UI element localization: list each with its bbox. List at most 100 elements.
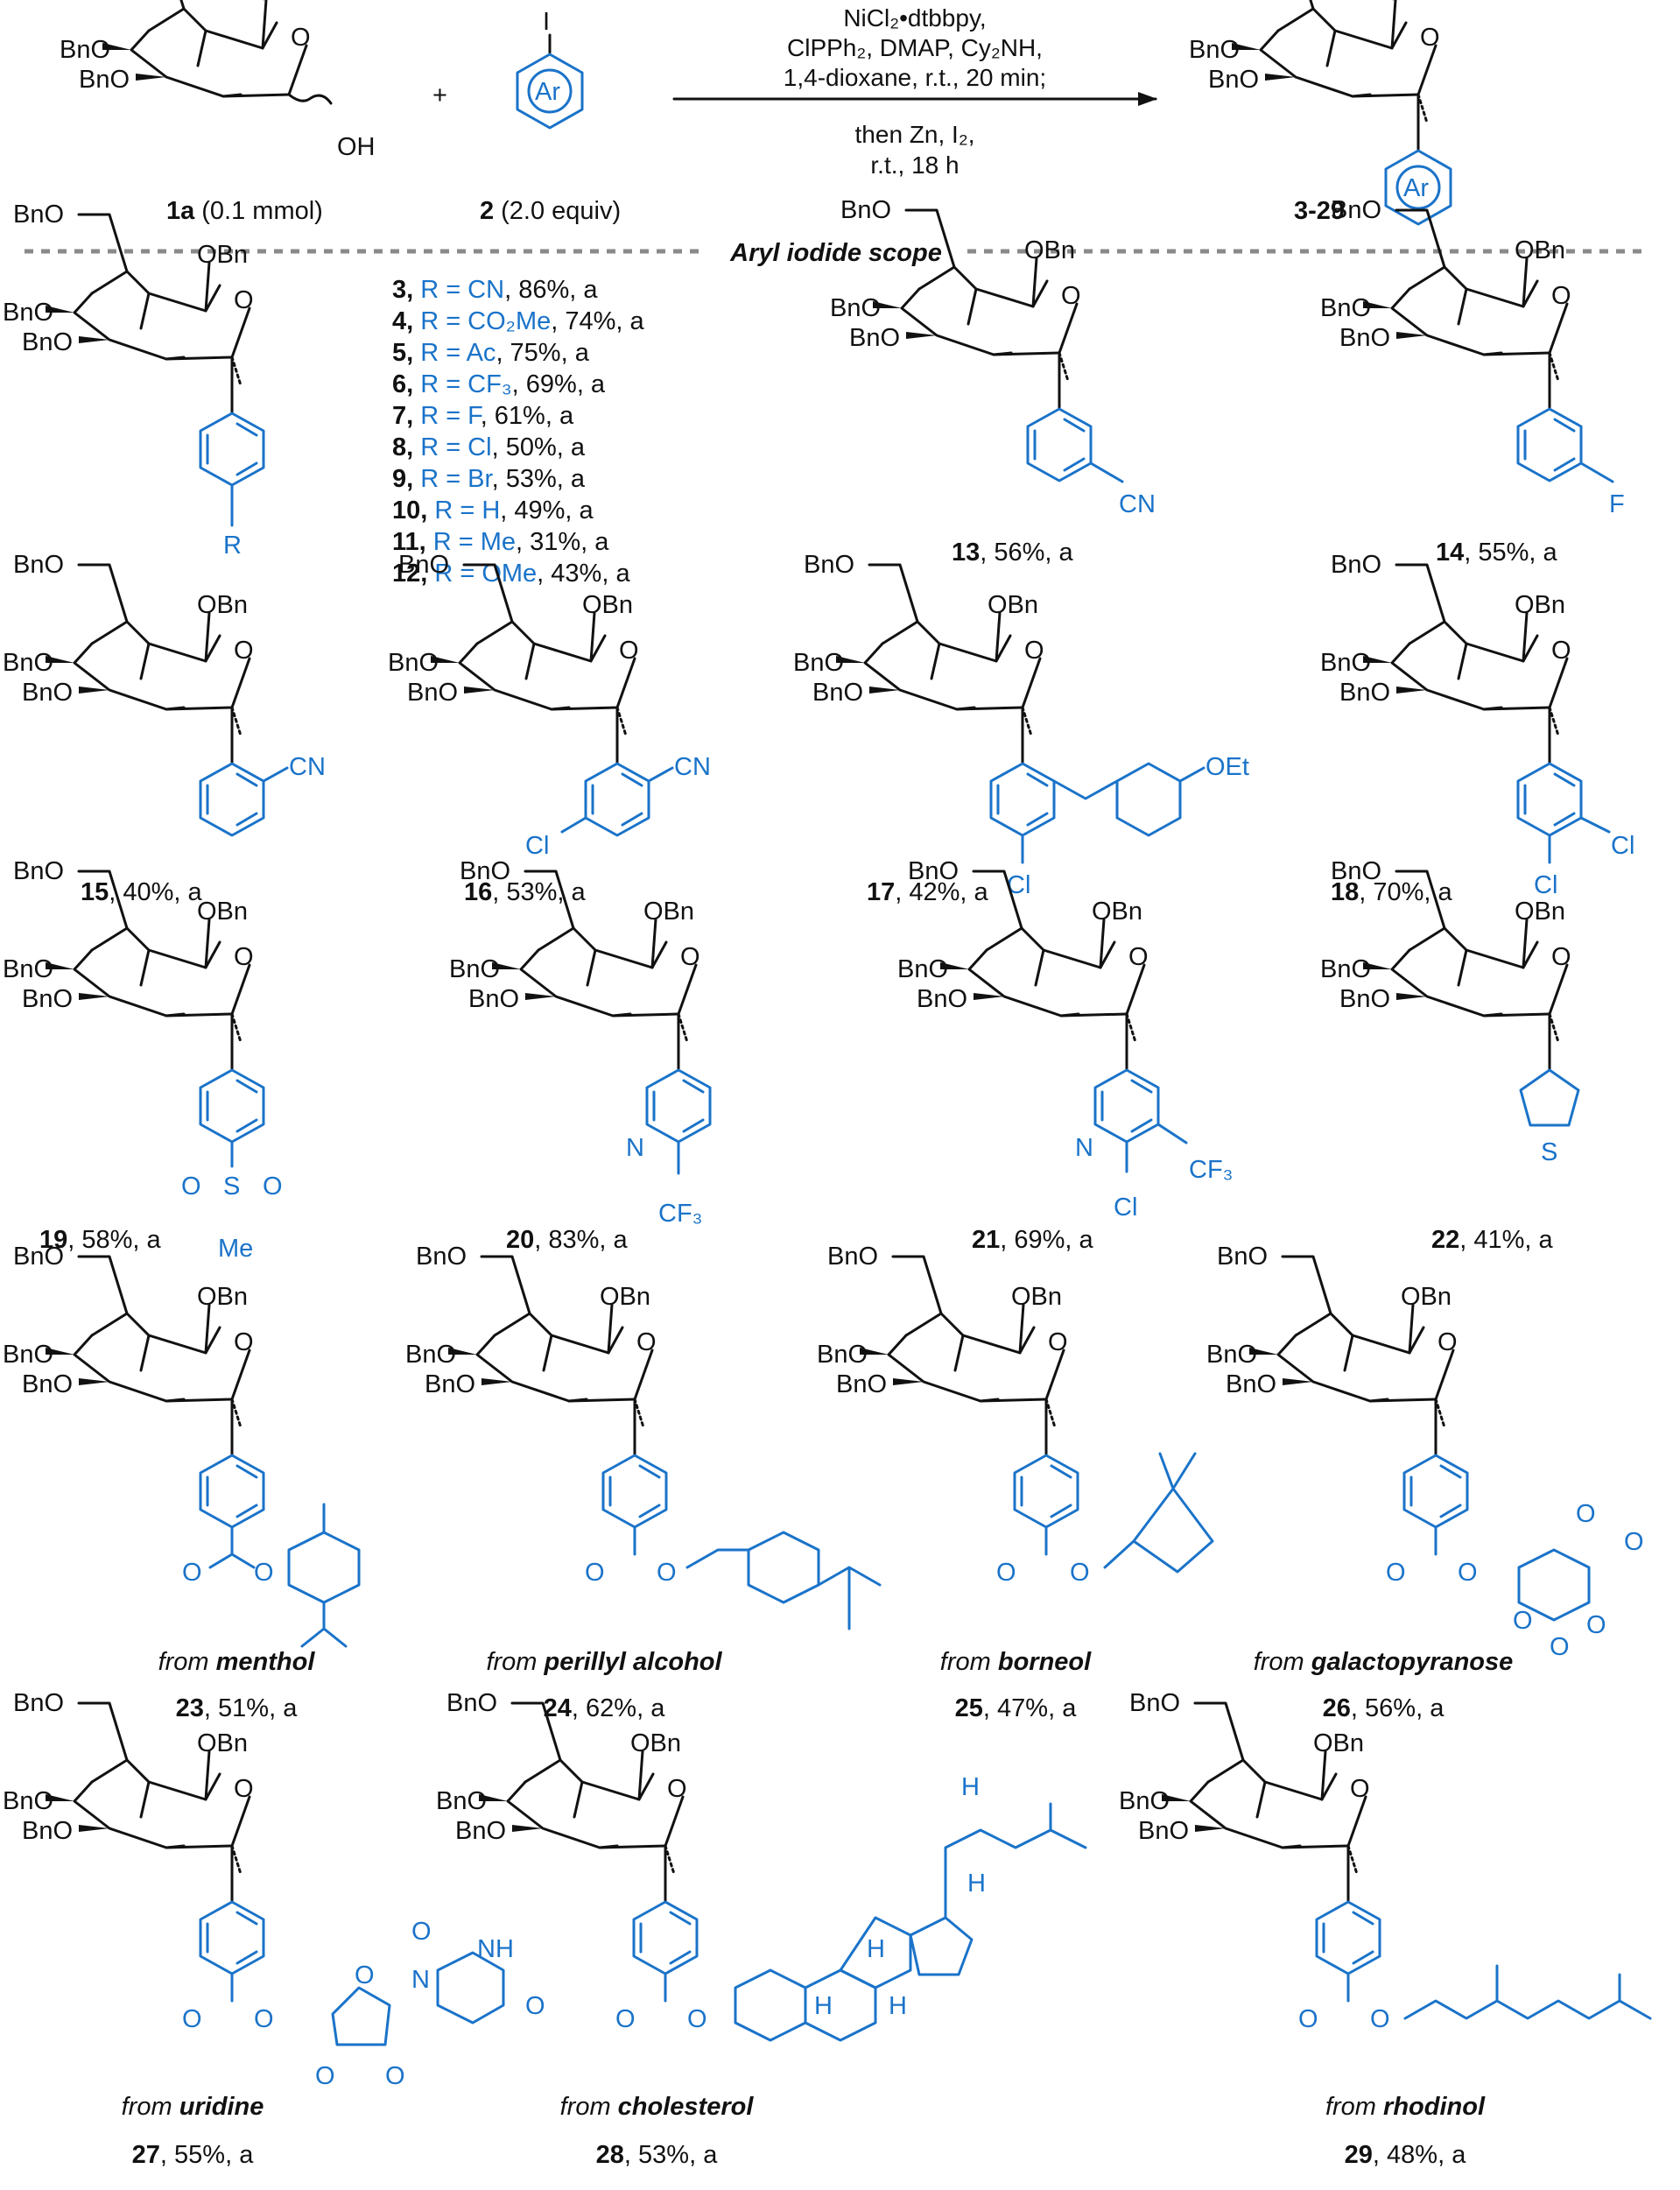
svg-text:H: H [814, 1992, 833, 2020]
compound-27: O O O O O N NH O O from uridine 27, 55%,… [1, 1687, 545, 2169]
svg-text:O: O [182, 2005, 202, 2033]
compound-23: O O from menthol 23, 51%, a [1, 1241, 361, 1722]
ar-label: Ar [535, 78, 560, 106]
svg-text:O: O [254, 1559, 274, 1587]
svg-text:O: O [1576, 1500, 1596, 1528]
r-label: R [223, 532, 242, 560]
svg-text:O: O [615, 2005, 636, 2033]
svg-text:CN: CN [674, 753, 711, 781]
compound-25: O O from borneol 25, 47%, a [815, 1241, 1214, 1722]
svg-text:O: O [1550, 1633, 1570, 1661]
svg-text:H: H [961, 1773, 980, 1801]
svg-text:from perillyl alcohol: from perillyl alcohol [486, 1648, 722, 1676]
compound-20: N CF₃ 20, 83%, a [447, 856, 712, 1254]
svg-text:O: O [1370, 2005, 1390, 2033]
svg-text:25, 47%, a: 25, 47%, a [955, 1694, 1078, 1722]
svg-text:O: O [1513, 1607, 1533, 1635]
r-list-item: 10,R = H, 49%, a [392, 496, 594, 525]
svg-text:14, 55%, a: 14, 55%, a [1436, 539, 1558, 567]
svg-text:O: O [1586, 1611, 1606, 1639]
svg-text:from menthol: from menthol [158, 1648, 316, 1676]
r-list-item: 6,R = CF₃, 69%, a [392, 370, 606, 398]
section-header: Aryl iodide scope [25, 239, 1646, 267]
cond-5: r.t., 18 h [870, 151, 959, 179]
compound-29: O O from rhodinol 29, 48%, a [1117, 1687, 1652, 2169]
svg-text:27, 55%, a: 27, 55%, a [132, 2141, 255, 2169]
svg-text:from uridine: from uridine [122, 2093, 264, 2121]
reactant-1a: OH 1a(0.1 mmol) [58, 0, 376, 225]
svg-text:O: O [1070, 1559, 1090, 1587]
svg-text:N: N [626, 1134, 644, 1162]
svg-text:22, 41%, a: 22, 41%, a [1431, 1226, 1554, 1254]
svg-text:O: O [1458, 1559, 1478, 1587]
svg-text:26, 56%, a: 26, 56%, a [1323, 1694, 1445, 1722]
svg-text:21, 69%, a: 21, 69%, a [972, 1226, 1094, 1254]
svg-text:13, 56%, a: 13, 56%, a [952, 539, 1074, 567]
svg-text:Cl: Cl [525, 832, 549, 860]
svg-text:29, 48%, a: 29, 48%, a [1345, 2141, 1467, 2169]
svg-text:CN: CN [289, 753, 326, 781]
reactant-2-aryl-iodide: I Ar 2(2.0 equiv) [480, 8, 621, 225]
svg-text:O: O [385, 2062, 405, 2090]
compound-22: S 22, 41%, a [1318, 856, 1580, 1254]
reactant-1a-caption: 1a(0.1 mmol) [166, 197, 323, 225]
svg-text:Me: Me [218, 1235, 253, 1263]
reaction-arrow: NiCl₂•dtbbpy, ClPPh₂, DMAP, Cy₂NH, 1,4-d… [672, 4, 1157, 179]
compound-21: N CF₃ Cl 21, 69%, a [896, 856, 1233, 1254]
compound-14: F 14, 55%, a [1318, 194, 1625, 567]
svg-text:H: H [967, 1870, 986, 1898]
svg-text:O: O [996, 1559, 1016, 1587]
plus-sign: + [432, 81, 447, 109]
section-title: Aryl iodide scope [729, 239, 942, 267]
compound-para-series: R [1, 199, 265, 560]
svg-text:from cholesterol: from cholesterol [560, 2093, 755, 2121]
compound-28: O O H H H H H from cholesterol 28, 53%, … [434, 1687, 1087, 2169]
r-list-item: 3,R = CN, 86%, a [392, 276, 598, 304]
product-3-29: Ar 3-29 [1187, 0, 1452, 226]
compound-26: O O O O O O O from galactopyranose 26, 5… [1205, 1241, 1644, 1722]
svg-text:Cl: Cl [1534, 871, 1557, 899]
svg-text:H: H [889, 1992, 907, 2020]
svg-text:O: O [657, 1559, 677, 1587]
svg-text:O: O [525, 1992, 545, 2020]
oh-label: OH [337, 133, 376, 161]
svg-text:O: O [181, 1172, 201, 1201]
reactant-2-caption: 2(2.0 equiv) [480, 197, 621, 225]
r-list-item: 4,R = CO₂Me, 74%, a [392, 307, 645, 335]
svg-text:O: O [254, 2005, 274, 2033]
svg-text:O: O [1624, 1528, 1644, 1556]
svg-text:Ar: Ar [1403, 174, 1429, 202]
compound-24: O O from perillyl alcohol 24, 62%, a [404, 1241, 882, 1722]
r-list-item: 7,R = F, 61%, a [392, 402, 574, 430]
svg-text:I: I [543, 8, 550, 36]
svg-text:NH: NH [477, 1935, 514, 1963]
svg-text:from rhodinol: from rhodinol [1325, 2093, 1486, 2121]
svg-text:H: H [867, 1935, 885, 1963]
svg-text:O: O [263, 1172, 283, 1201]
svg-text:from galactopyranose: from galactopyranose [1254, 1648, 1514, 1676]
svg-text:20, 83%, a: 20, 83%, a [506, 1226, 629, 1254]
svg-text:Cl: Cl [1611, 832, 1634, 860]
compound-19: S O O Me 19, 58%, a [1, 856, 283, 1263]
svg-text:O: O [585, 1559, 605, 1587]
cond-1: NiCl₂•dtbbpy, [843, 4, 986, 32]
svg-text:N: N [411, 1966, 430, 1994]
svg-text:O: O [355, 1961, 375, 1989]
compound-17: OEt Cl 17, 42%, a [791, 549, 1249, 906]
svg-text:O: O [182, 1559, 202, 1587]
compound-15: CN 15, 40%, a [1, 549, 326, 906]
svg-text:28, 53%, a: 28, 53%, a [596, 2141, 719, 2169]
compound-16: CN Cl 16, 53%, a [386, 549, 711, 906]
svg-text:S: S [223, 1172, 240, 1201]
svg-text:from borneol: from borneol [940, 1648, 1092, 1676]
svg-text:O: O [315, 2062, 335, 2090]
compound-13: CN 13, 56%, a [828, 194, 1156, 567]
svg-text:O: O [687, 2005, 707, 2033]
svg-text:O: O [1386, 1559, 1406, 1587]
svg-text:CF₃: CF₃ [1189, 1156, 1233, 1184]
svg-text:24, 62%, a: 24, 62%, a [544, 1694, 666, 1722]
svg-text:23, 51%, a: 23, 51%, a [176, 1694, 299, 1722]
svg-text:15, 40%, a: 15, 40%, a [81, 878, 203, 906]
r-list-item: 9,R = Br, 53%, a [392, 465, 586, 493]
